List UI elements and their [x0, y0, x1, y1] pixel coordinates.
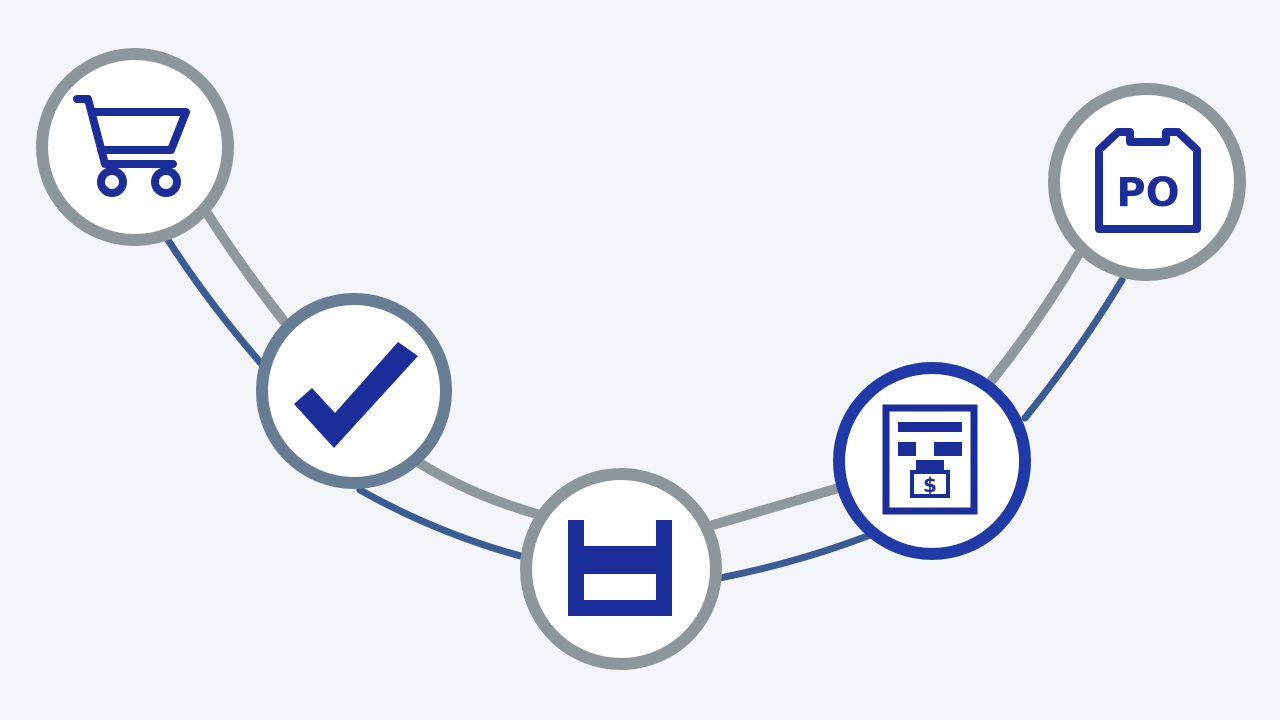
track-inner-segment-4 [1021, 276, 1126, 422]
track-inner-segment-2 [356, 486, 532, 562]
shopping-cart-icon [73, 95, 190, 197]
track-outer-segment-3 [708, 482, 847, 530]
track-inner-segment-3 [716, 531, 874, 582]
node-cart[interactable] [36, 48, 234, 246]
track-inner-segment-1 [164, 236, 269, 372]
po-label: PO [1116, 170, 1179, 216]
node-approve-ring [256, 293, 452, 489]
checkmark-icon [294, 342, 418, 448]
h-block-icon [568, 520, 672, 616]
node-invoice[interactable]: $ [833, 362, 1031, 560]
track-outer-segment-4 [987, 250, 1083, 385]
track-outer-segment-2 [413, 457, 545, 520]
node-hold[interactable] [520, 468, 722, 670]
node-approve[interactable] [256, 293, 452, 489]
track-outer-segment-1 [202, 208, 288, 325]
node-po[interactable]: PO [1048, 83, 1246, 281]
connector-tracks [164, 208, 1126, 582]
purchase-order-icon: PO [1095, 128, 1201, 233]
invoice-document-icon: $ [882, 404, 978, 515]
dollar-sign-icon: $ [923, 473, 937, 497]
